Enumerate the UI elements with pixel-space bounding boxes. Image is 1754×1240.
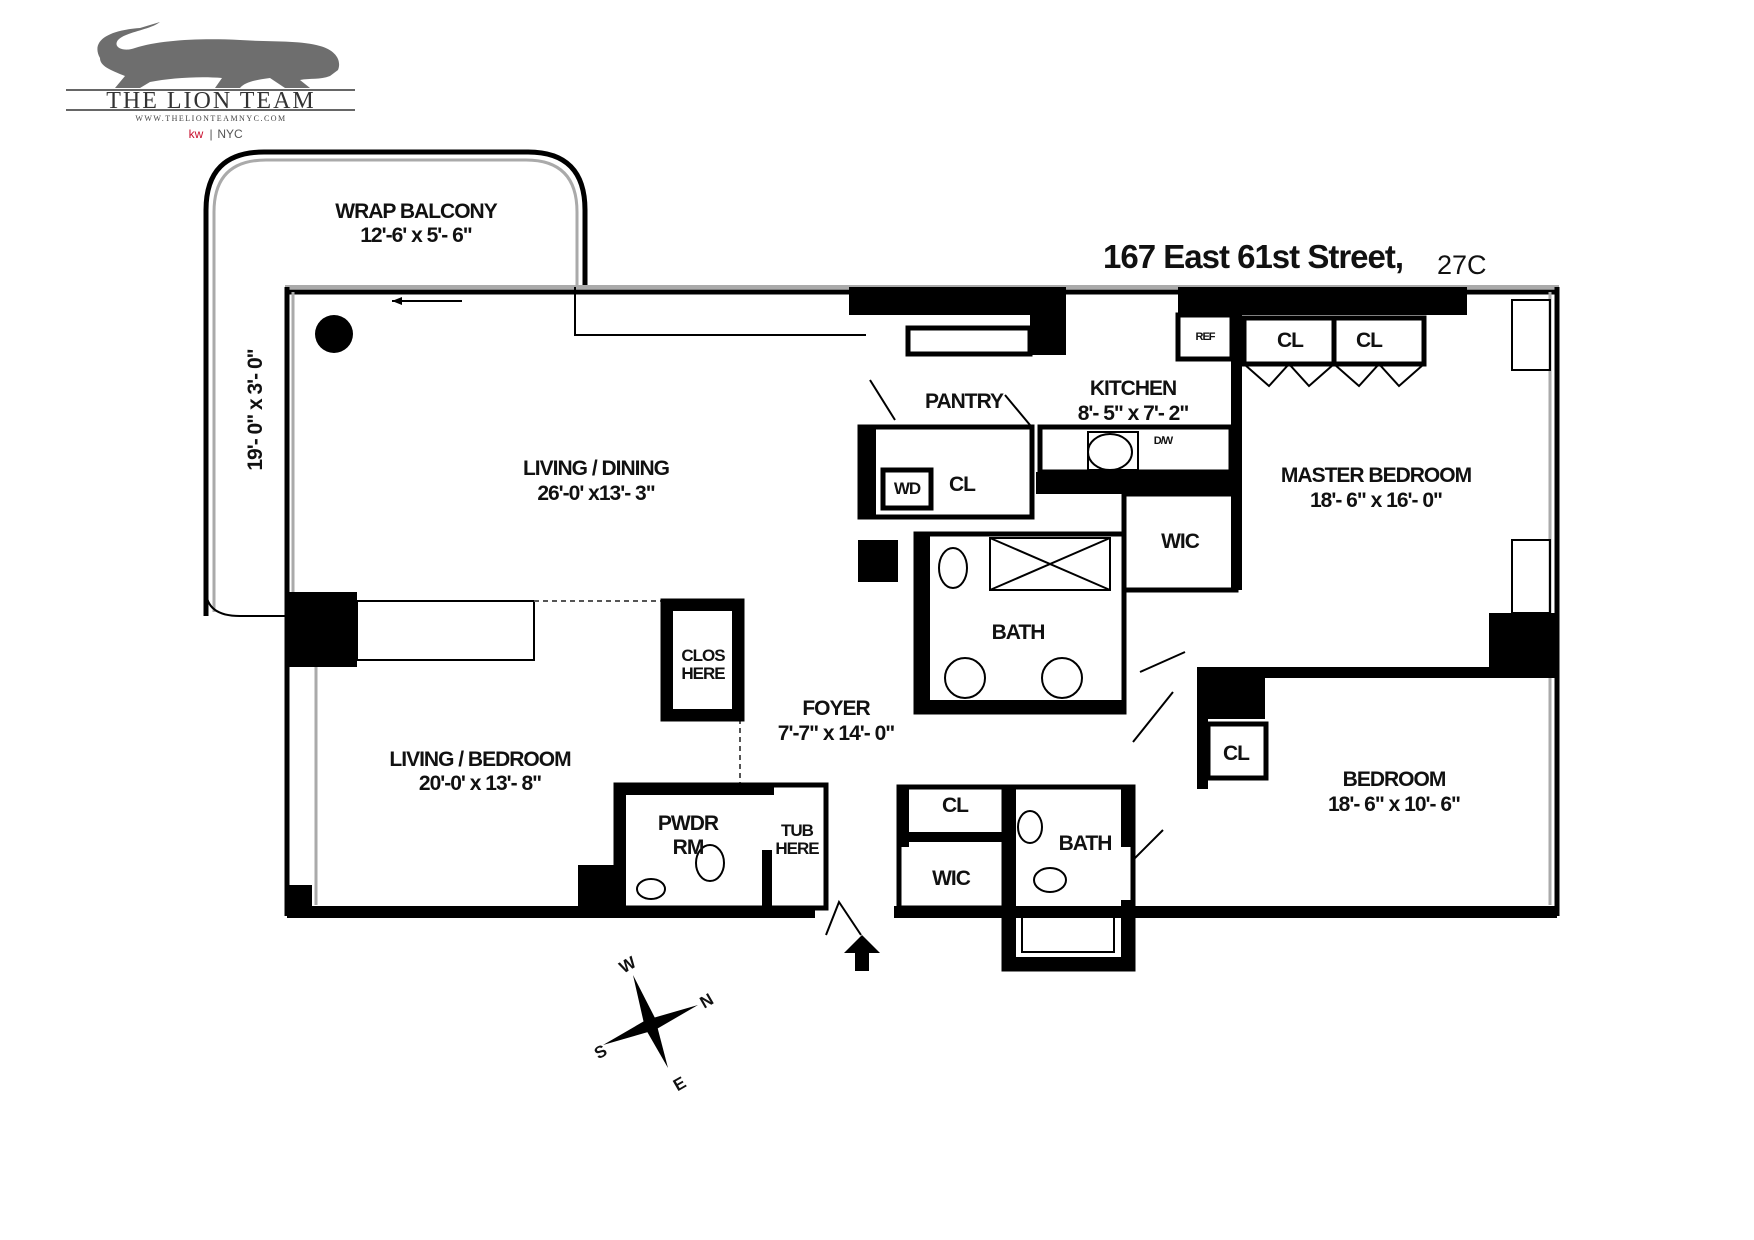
pantry-cl-label: CL xyxy=(949,473,976,496)
address-unit: 27C xyxy=(1437,250,1487,280)
balcony-outline xyxy=(203,149,588,617)
bedroom-dims: 18'- 6" x 10'- 6" xyxy=(1328,793,1460,816)
master-bedroom-dims: 18'- 6" x 16'- 0" xyxy=(1310,489,1442,512)
dw-label: D/W xyxy=(1154,435,1174,447)
logo: THE LION TEAM WWW.THELIONTEAMNYC.COM kw … xyxy=(66,22,355,141)
room-labels: WRAP BALCONY 12'-6' x 5'- 6" 19'- 0" x 3… xyxy=(244,200,1473,890)
master-cl-2-label: CL xyxy=(1356,329,1383,352)
column-icon xyxy=(315,315,353,353)
address-street: 167 East 61st Street, xyxy=(1103,238,1403,275)
closet-here-line1: CLOS xyxy=(681,646,725,665)
compass-w: W xyxy=(616,952,640,977)
balcony-name: WRAP BALCONY xyxy=(335,200,497,223)
living-dining-dims: 26'-0' x13'- 3" xyxy=(537,482,654,505)
bedroom-name: BEDROOM xyxy=(1343,768,1446,791)
compass-s: S xyxy=(591,1041,610,1063)
interior-walls xyxy=(857,287,1557,789)
tub-here-line2: HERE xyxy=(775,839,819,858)
foyer-dims: 7'-7" x 14'- 0" xyxy=(778,722,895,745)
kitchen-name: KITCHEN xyxy=(1090,377,1176,400)
compass-e: E xyxy=(670,1073,689,1095)
master-cl-1-label: CL xyxy=(1277,329,1304,352)
logo-kw: kw xyxy=(189,127,204,141)
logo-separator: | xyxy=(209,127,212,141)
ref-label: REF xyxy=(1196,331,1216,343)
logo-city: NYC xyxy=(217,127,243,141)
powder-room-line2: RM xyxy=(673,836,704,859)
living-bedroom-dims: 20'-0' x 13'- 8" xyxy=(419,772,541,795)
living-dining-name: LIVING / DINING xyxy=(523,457,670,480)
master-bedroom-name: MASTER BEDROOM xyxy=(1281,464,1472,487)
wd-label: WD xyxy=(894,479,921,498)
kitchen-dims: 8'- 5" x 7'- 2" xyxy=(1078,402,1189,425)
bath2-label: BATH xyxy=(1059,832,1112,855)
logo-url: WWW.THELIONTEAMNYC.COM xyxy=(135,114,286,123)
closet-here-line2: HERE xyxy=(681,664,725,683)
bedroom-cl-label: CL xyxy=(1223,742,1250,765)
arrow-left-icon xyxy=(392,297,402,305)
lower-rooms xyxy=(613,598,1186,972)
master-wic-label: WIC xyxy=(1161,530,1200,553)
powder-room-line1: PWDR xyxy=(658,812,719,835)
entry-arrow-icon xyxy=(844,935,880,971)
pantry-name: PANTRY xyxy=(925,390,1004,413)
living-bedroom-name: LIVING / BEDROOM xyxy=(389,748,571,771)
logo-brand: THE LION TEAM xyxy=(106,88,316,114)
balcony-side-dims: 19'- 0" x 3'- 0" xyxy=(244,349,267,470)
tub-here-line1: TUB xyxy=(781,821,814,840)
compass-icon: W N S E xyxy=(591,952,716,1095)
compass-n: N xyxy=(697,990,717,1012)
foyer-cl-label: CL xyxy=(942,794,969,817)
foyer-name: FOYER xyxy=(802,697,870,720)
foyer-wic-label: WIC xyxy=(932,867,971,890)
lion-icon xyxy=(97,22,340,88)
master-bath-label: BATH xyxy=(992,621,1045,644)
balcony-dims: 12'-6' x 5'- 6" xyxy=(360,224,472,247)
